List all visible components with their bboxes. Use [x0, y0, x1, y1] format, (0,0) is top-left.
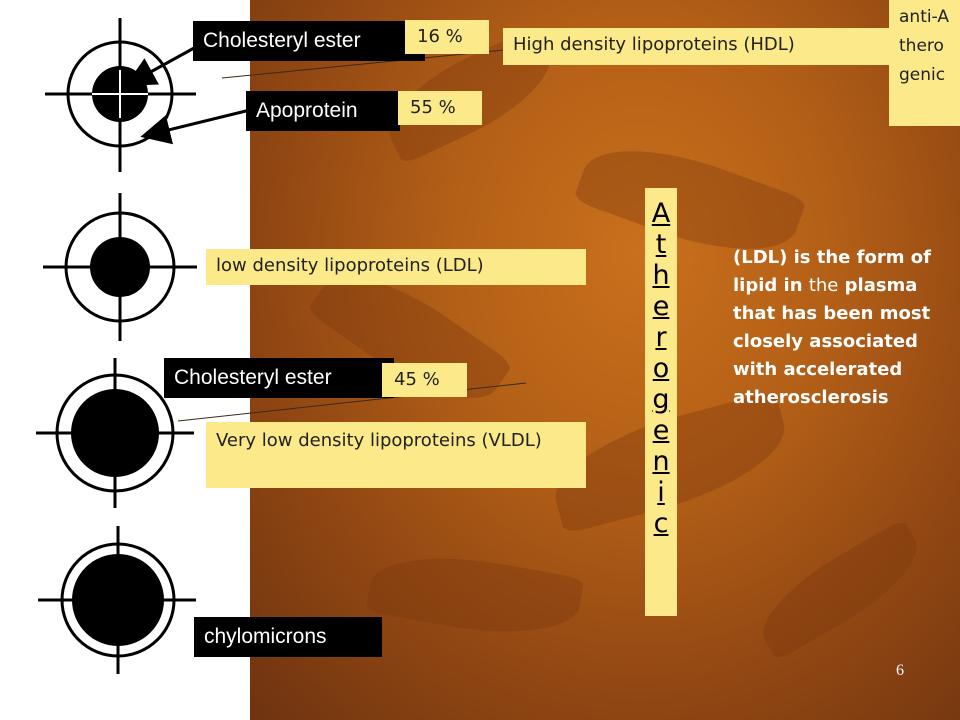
apoprotein-percent: 55 %: [398, 91, 482, 125]
atherogenic-letter: t: [655, 229, 667, 260]
hdl-particle: [45, 18, 196, 172]
atherogenic-letter: n: [652, 446, 670, 477]
hdl-name-label: High density lipoproteins (HDL): [503, 28, 892, 65]
atherogenic-letter: A: [651, 198, 671, 229]
atherogenic-letter: e: [652, 415, 670, 446]
atherogenic-letter: h: [652, 260, 670, 291]
atherogenic-letter: e: [652, 291, 670, 322]
chylomicron-particle: [38, 526, 196, 674]
vldl-name-label: Very low density lipoproteins (VLDL): [206, 422, 586, 488]
ldl-description: (LDL) is the form of lipid in the plasma…: [733, 244, 933, 412]
atherogenic-letter: c: [653, 508, 669, 539]
vldl-name-text: Very low density lipoproteins (VLDL): [216, 430, 542, 451]
atherogenic-letter: r: [655, 322, 667, 353]
hdl-cholesteryl-percent: 16 %: [405, 20, 489, 54]
atherogenic-letter: o: [652, 353, 670, 384]
apoprotein-arrow: [140, 108, 251, 145]
chylomicrons-label: chylomicrons: [194, 617, 382, 657]
vldl-cholesteryl-percent: 45 %: [382, 363, 467, 397]
apoprotein-label: Apoprotein: [246, 91, 400, 131]
anti-atherogenic-label: anti-Atherogenic: [889, 0, 960, 126]
atherogenic-vertical-label: A t h e r o g e n i c: [645, 188, 677, 616]
ldl-name-label: low density lipoproteins (LDL): [206, 249, 586, 285]
vldl-cholesteryl-ester-label: Cholesteryl ester: [164, 358, 394, 398]
vldl-connector-line: [177, 382, 527, 422]
page-number: 6: [896, 662, 904, 679]
atherogenic-letter: i: [657, 477, 665, 508]
vldl-particle: [36, 358, 194, 508]
ldl-note-mid: the: [808, 275, 839, 296]
ldl-note-lead: (LDL) is the form of lipid in: [733, 247, 931, 296]
atherogenic-letter: g: [652, 384, 670, 415]
ldl-note-tail: plasma that has been most closely associ…: [733, 275, 931, 408]
hdl-cholesteryl-ester-label: Cholesteryl ester: [193, 21, 425, 61]
ldl-particle: [43, 193, 197, 341]
